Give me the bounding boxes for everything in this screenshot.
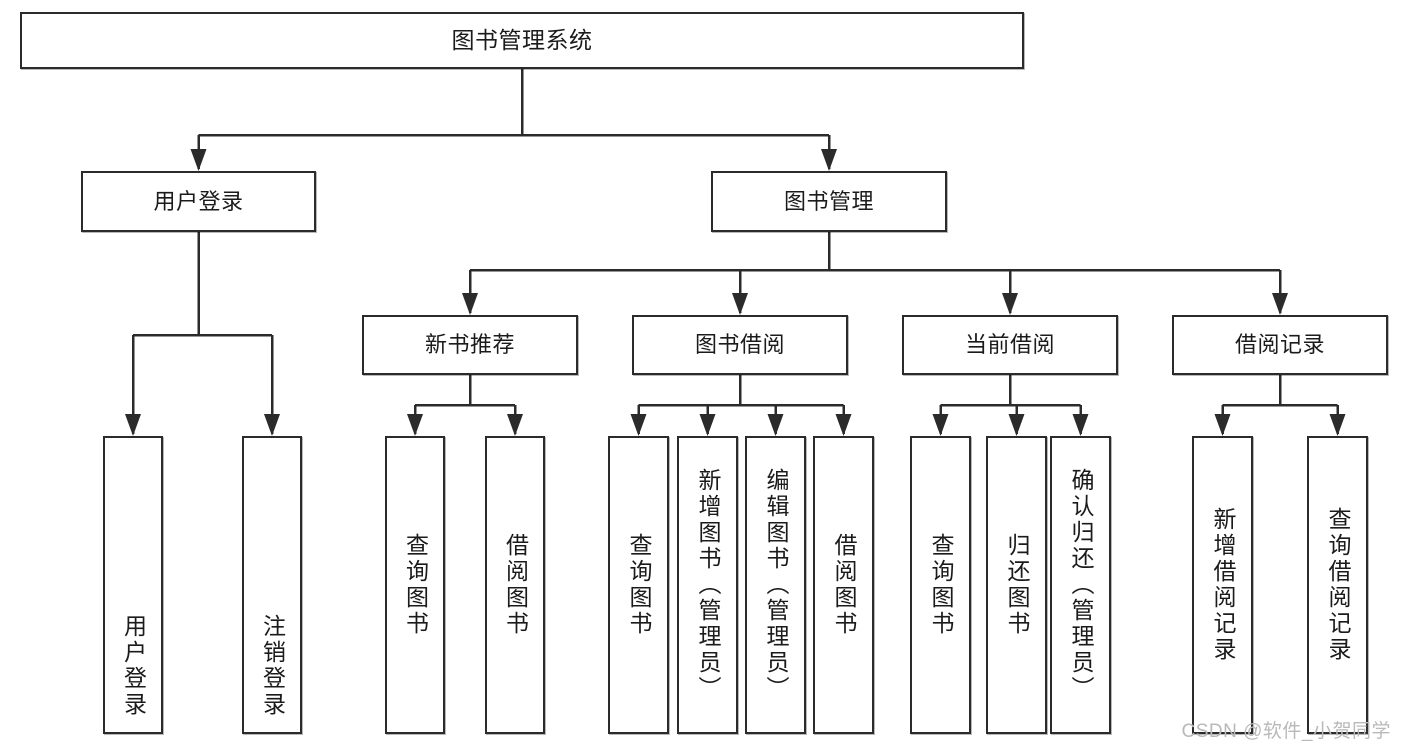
connector-arrowhead	[1272, 293, 1288, 315]
node-label-leaf-edit-book: 编辑图书（管理员）	[763, 468, 789, 702]
node-label-leaf-borrow-book-rec: 借阅图书	[502, 533, 529, 637]
node-label-borrow-record: 借阅记录	[1234, 332, 1325, 358]
node-new-book-rec[interactable]: 新书推荐	[362, 315, 578, 375]
connector-arrowhead	[630, 414, 647, 436]
node-label-user-login: 用户登录	[153, 188, 244, 214]
csdn-watermark: CSDN @软件_小贺同学	[1181, 721, 1391, 742]
node-leaf-query-book-c[interactable]: 查询图书	[910, 436, 971, 734]
node-leaf-add-book[interactable]: 新增图书（管理员）	[677, 436, 738, 734]
node-book-manage[interactable]: 图书管理	[711, 171, 947, 232]
connector-arrowhead	[835, 414, 852, 436]
connector-arrowhead	[125, 414, 141, 436]
connector-arrowhead	[821, 149, 837, 171]
connector-arrowhead	[932, 414, 949, 436]
node-leaf-confirm-return[interactable]: 确认归还（管理员）	[1050, 436, 1111, 734]
node-leaf-user-login[interactable]: 用户登录	[103, 436, 163, 734]
connector-arrowhead	[1329, 414, 1346, 436]
node-label-leaf-add-record: 新增借阅记录	[1210, 507, 1236, 663]
node-leaf-borrow-book-rec[interactable]: 借阅图书	[485, 436, 545, 734]
node-leaf-add-record[interactable]: 新增借阅记录	[1192, 436, 1253, 734]
connector-arrowhead	[732, 293, 748, 315]
node-label-leaf-query-book-c: 查询图书	[928, 533, 954, 637]
node-label-book-manage: 图书管理	[783, 188, 874, 214]
node-leaf-return-book[interactable]: 归还图书	[986, 436, 1047, 734]
connector-arrowhead	[462, 293, 478, 315]
node-label-leaf-return-book: 归还图书	[1004, 533, 1030, 637]
node-label-leaf-borrow-book-b: 借阅图书	[831, 533, 857, 637]
connector-arrowhead	[699, 414, 716, 436]
connector-arrowhead	[1214, 414, 1231, 436]
node-label-leaf-logout: 注销登录	[259, 614, 286, 718]
connector-arrowhead	[264, 414, 280, 436]
node-label-root: 图书管理系统	[451, 26, 593, 53]
connector-arrowhead	[507, 414, 523, 436]
node-user-login[interactable]: 用户登录	[81, 171, 316, 232]
node-current-borrow[interactable]: 当前借阅	[902, 315, 1118, 375]
node-leaf-edit-book[interactable]: 编辑图书（管理员）	[745, 436, 806, 734]
connector-arrowhead	[1002, 293, 1018, 315]
node-label-current-borrow: 当前借阅	[964, 332, 1055, 358]
connector-arrowhead	[190, 149, 207, 171]
node-leaf-logout[interactable]: 注销登录	[242, 436, 302, 734]
node-label-leaf-user-login: 用户登录	[120, 614, 147, 718]
node-leaf-borrow-book-b[interactable]: 借阅图书	[813, 436, 874, 734]
node-label-book-borrow: 图书借阅	[694, 332, 785, 358]
node-label-leaf-add-book: 新增图书（管理员）	[695, 468, 721, 702]
node-label-leaf-query-record: 查询借阅记录	[1325, 507, 1351, 663]
node-borrow-record[interactable]: 借阅记录	[1172, 315, 1388, 375]
node-label-leaf-query-book-b: 查询图书	[626, 533, 652, 637]
node-leaf-query-book-b[interactable]: 查询图书	[608, 436, 669, 734]
connector-arrowhead	[767, 414, 784, 436]
node-label-leaf-confirm-return: 确认归还（管理员）	[1068, 468, 1094, 702]
node-label-new-book-rec: 新书推荐	[424, 332, 515, 358]
node-book-borrow[interactable]: 图书借阅	[632, 315, 848, 375]
connector-arrowhead	[1008, 414, 1025, 436]
connector-arrowhead	[407, 414, 423, 436]
node-root[interactable]: 图书管理系统	[20, 12, 1024, 69]
node-label-leaf-query-book-rec: 查询图书	[402, 533, 429, 637]
connector-arrowhead	[1072, 414, 1089, 436]
node-leaf-query-record[interactable]: 查询借阅记录	[1307, 436, 1368, 734]
node-leaf-query-book-rec[interactable]: 查询图书	[385, 436, 445, 734]
